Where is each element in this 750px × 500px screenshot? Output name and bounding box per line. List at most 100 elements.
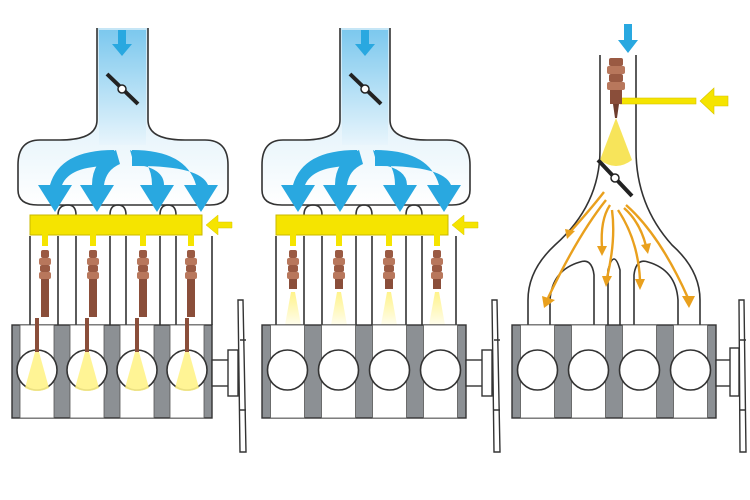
- fuel-inlet-arrow: [699, 87, 729, 115]
- injector-body: [89, 279, 97, 317]
- injector-ring: [333, 258, 345, 265]
- engine-block: [511, 324, 717, 419]
- air-inlet-arrow: [355, 30, 375, 56]
- injector-cap: [41, 250, 49, 258]
- fuel-spray-cone: [600, 118, 632, 166]
- injector-ring: [287, 272, 299, 279]
- injector: [185, 250, 197, 317]
- injector-nozzle: [35, 318, 39, 352]
- throttle-pivot: [610, 173, 620, 183]
- engine-block: [261, 324, 467, 419]
- fuel-spray: [429, 292, 445, 325]
- injectors: [39, 250, 197, 317]
- injector-body: [41, 279, 49, 317]
- injector-ring: [186, 265, 196, 272]
- fuel-inlet-arrow: [451, 214, 479, 236]
- injector-ring: [287, 258, 299, 265]
- injector-ring: [39, 258, 51, 265]
- piston: [368, 349, 411, 391]
- injector-body: [139, 279, 147, 317]
- air-inlet-arrow: [112, 30, 132, 56]
- air-flow-arrow: [132, 150, 218, 212]
- fuel-inlet-arrow: [205, 214, 233, 236]
- injector-ring: [431, 272, 443, 279]
- panel-port-injection: [261, 28, 501, 453]
- piston: [618, 349, 661, 391]
- injector: [333, 250, 345, 289]
- injector-ring: [88, 265, 98, 272]
- fuel-spray: [175, 352, 199, 391]
- fuel-spray: [25, 352, 49, 391]
- injector-body: [187, 279, 195, 317]
- fuel-spray: [381, 292, 397, 325]
- injector-ring: [383, 272, 395, 279]
- air-flow-arrow: [375, 150, 461, 212]
- mixture-arrowheads: [542, 229, 695, 308]
- fuel-spray: [331, 292, 347, 325]
- injector-ring: [40, 265, 50, 272]
- injector-body: [385, 279, 393, 289]
- intake-runners: [29, 204, 213, 325]
- injector-ring: [137, 258, 149, 265]
- injector-cap: [139, 250, 147, 258]
- fuel-rail: [275, 214, 449, 236]
- injector-nozzle: [185, 318, 189, 352]
- crankshaft-pulley: [465, 299, 501, 453]
- injector: [39, 250, 51, 317]
- throttle-pivot: [117, 84, 127, 94]
- injector-ring: [334, 265, 344, 272]
- injector-cap: [335, 250, 343, 258]
- injector-cap: [385, 250, 393, 258]
- injector-ring: [288, 265, 298, 272]
- panel-single-point-injection: [511, 24, 747, 453]
- fuel-spray: [125, 352, 149, 391]
- injectors: [285, 250, 445, 325]
- fuel-spray: [285, 292, 301, 325]
- injector-cap: [187, 250, 195, 258]
- air-flow-arrow: [80, 150, 120, 212]
- air-flow-arrow: [130, 150, 174, 212]
- injector-cap: [89, 250, 97, 258]
- injector-ring: [39, 272, 51, 279]
- throttle-pivot: [360, 84, 370, 94]
- injector-ring: [384, 265, 394, 272]
- piston: [317, 349, 360, 391]
- air-flow-arrow: [323, 150, 363, 212]
- injector-cap: [289, 250, 297, 258]
- air-flow-arrows: [281, 150, 461, 212]
- injector-ring: [87, 272, 99, 279]
- injector-ring: [431, 258, 443, 265]
- piston: [266, 349, 309, 391]
- piston: [516, 349, 559, 391]
- fuel-rail-taps: [290, 234, 440, 246]
- injector-ring: [185, 272, 197, 279]
- injector-ring: [432, 265, 442, 272]
- intake-runners: [275, 204, 457, 325]
- engine-block: [11, 318, 213, 419]
- injector: [431, 250, 443, 289]
- fuel-rail-taps: [42, 234, 194, 246]
- piston: [567, 349, 610, 391]
- injector-ring: [138, 265, 148, 272]
- fuel-rail: [29, 214, 203, 236]
- injector: [87, 250, 99, 317]
- crankshaft-pulley: [211, 299, 247, 453]
- injector-nozzle: [85, 318, 89, 352]
- injector-body: [289, 279, 297, 289]
- air-flow-arrow: [373, 150, 417, 212]
- injector-ring: [87, 258, 99, 265]
- mixture-flow-arrows: [546, 191, 690, 299]
- air-inlet-arrow: [618, 24, 638, 53]
- injector-ring: [137, 272, 149, 279]
- panel-direct-injection: [11, 28, 247, 453]
- injector-ring: [383, 258, 395, 265]
- air-flow-arrows: [38, 150, 218, 212]
- fuel-spray: [75, 352, 99, 391]
- injector-body: [335, 279, 343, 289]
- injector: [383, 250, 395, 289]
- injector: [137, 250, 149, 317]
- injector-body: [433, 279, 441, 289]
- injector-ring: [185, 258, 197, 265]
- crankshaft-pulley: [715, 299, 747, 453]
